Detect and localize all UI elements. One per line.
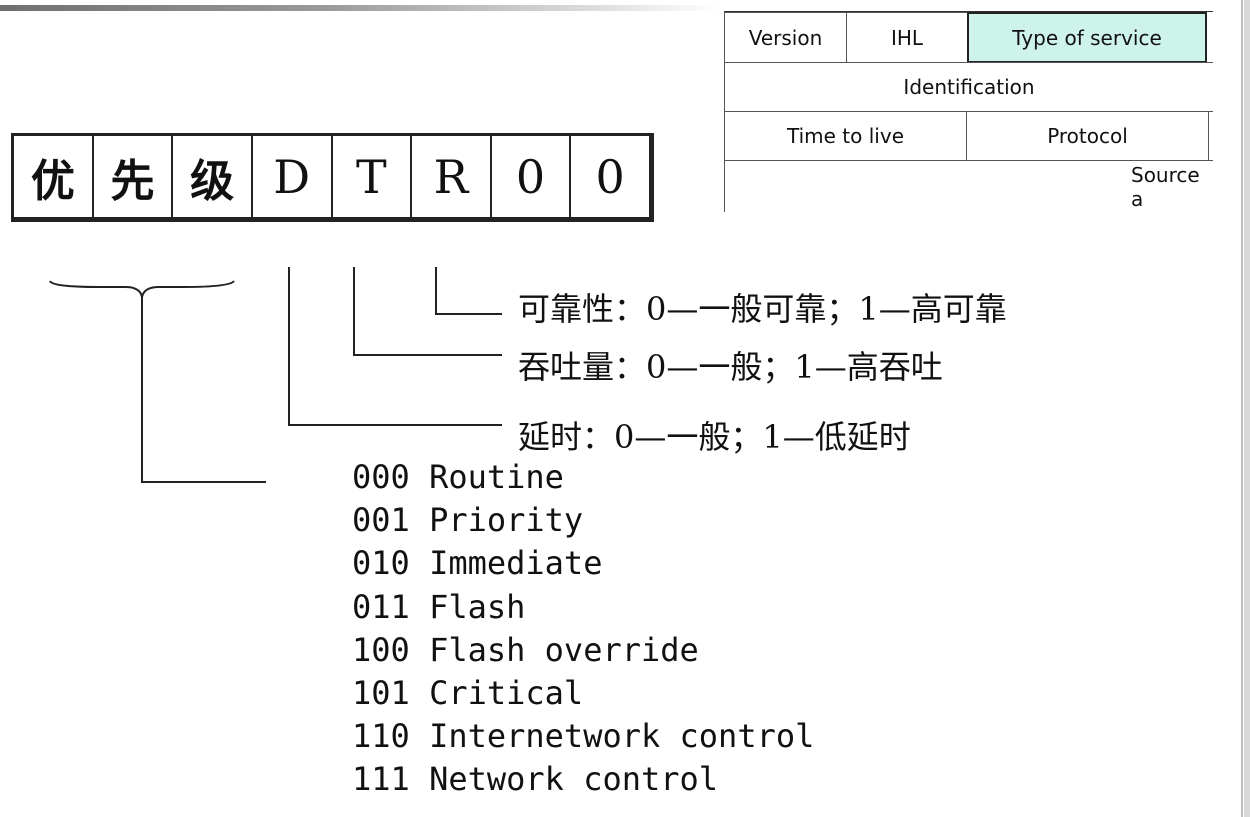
priority-level: 100 Flash override [352, 630, 699, 669]
throughput-connector [353, 267, 502, 356]
reliability-connector [435, 267, 502, 315]
cell-protocol: Protocol [966, 111, 1209, 161]
bit-t: T [330, 136, 411, 217]
priority-connector [141, 297, 266, 483]
bit-reserved-2: 0 [569, 136, 649, 217]
throughput-label: 吞吐量：0—一般；1—高吞吐 [518, 348, 943, 386]
title-bar-decoration [0, 5, 720, 11]
cell-type-of-service: Type of service [967, 12, 1207, 63]
priority-level: 110 Internetwork control [352, 717, 815, 756]
bit-priority-1: 优 [30, 155, 75, 207]
bit-priority-2: 先 [91, 136, 172, 217]
priority-level: 011 Flash [352, 587, 526, 626]
window-edge-line [1241, 0, 1243, 817]
priority-brace [49, 280, 235, 298]
bit-r: R [410, 136, 490, 217]
delay-connector [288, 267, 502, 426]
tos-bit-box: 优 先 级 D T R 0 0 [11, 133, 654, 222]
priority-levels-list: 000 Routine 001 Priority 010 Immediate 0… [352, 456, 814, 802]
priority-level: 010 Immediate [352, 544, 603, 583]
priority-level: 111 Network control [352, 760, 719, 799]
cell-identification: Identification [724, 62, 1213, 112]
bit-d: D [250, 136, 331, 217]
priority-level: 000 Routine [352, 458, 564, 496]
bit-priority-3: 级 [171, 136, 251, 217]
cell-source-address: Source a [724, 160, 1213, 212]
priority-level: 001 Priority [352, 501, 584, 540]
bit-reserved-1: 0 [489, 136, 570, 217]
delay-label: 延时：0—一般；1—低延时 [518, 418, 911, 456]
cell-time-to-live: Time to live [724, 111, 967, 161]
window-edge [1244, 0, 1250, 817]
ip-header-table: Version IHL Type of service Identificati… [724, 11, 1213, 212]
reliability-label: 可靠性：0—一般可靠；1—高可靠 [518, 290, 1007, 328]
priority-level: 101 Critical [352, 673, 584, 712]
